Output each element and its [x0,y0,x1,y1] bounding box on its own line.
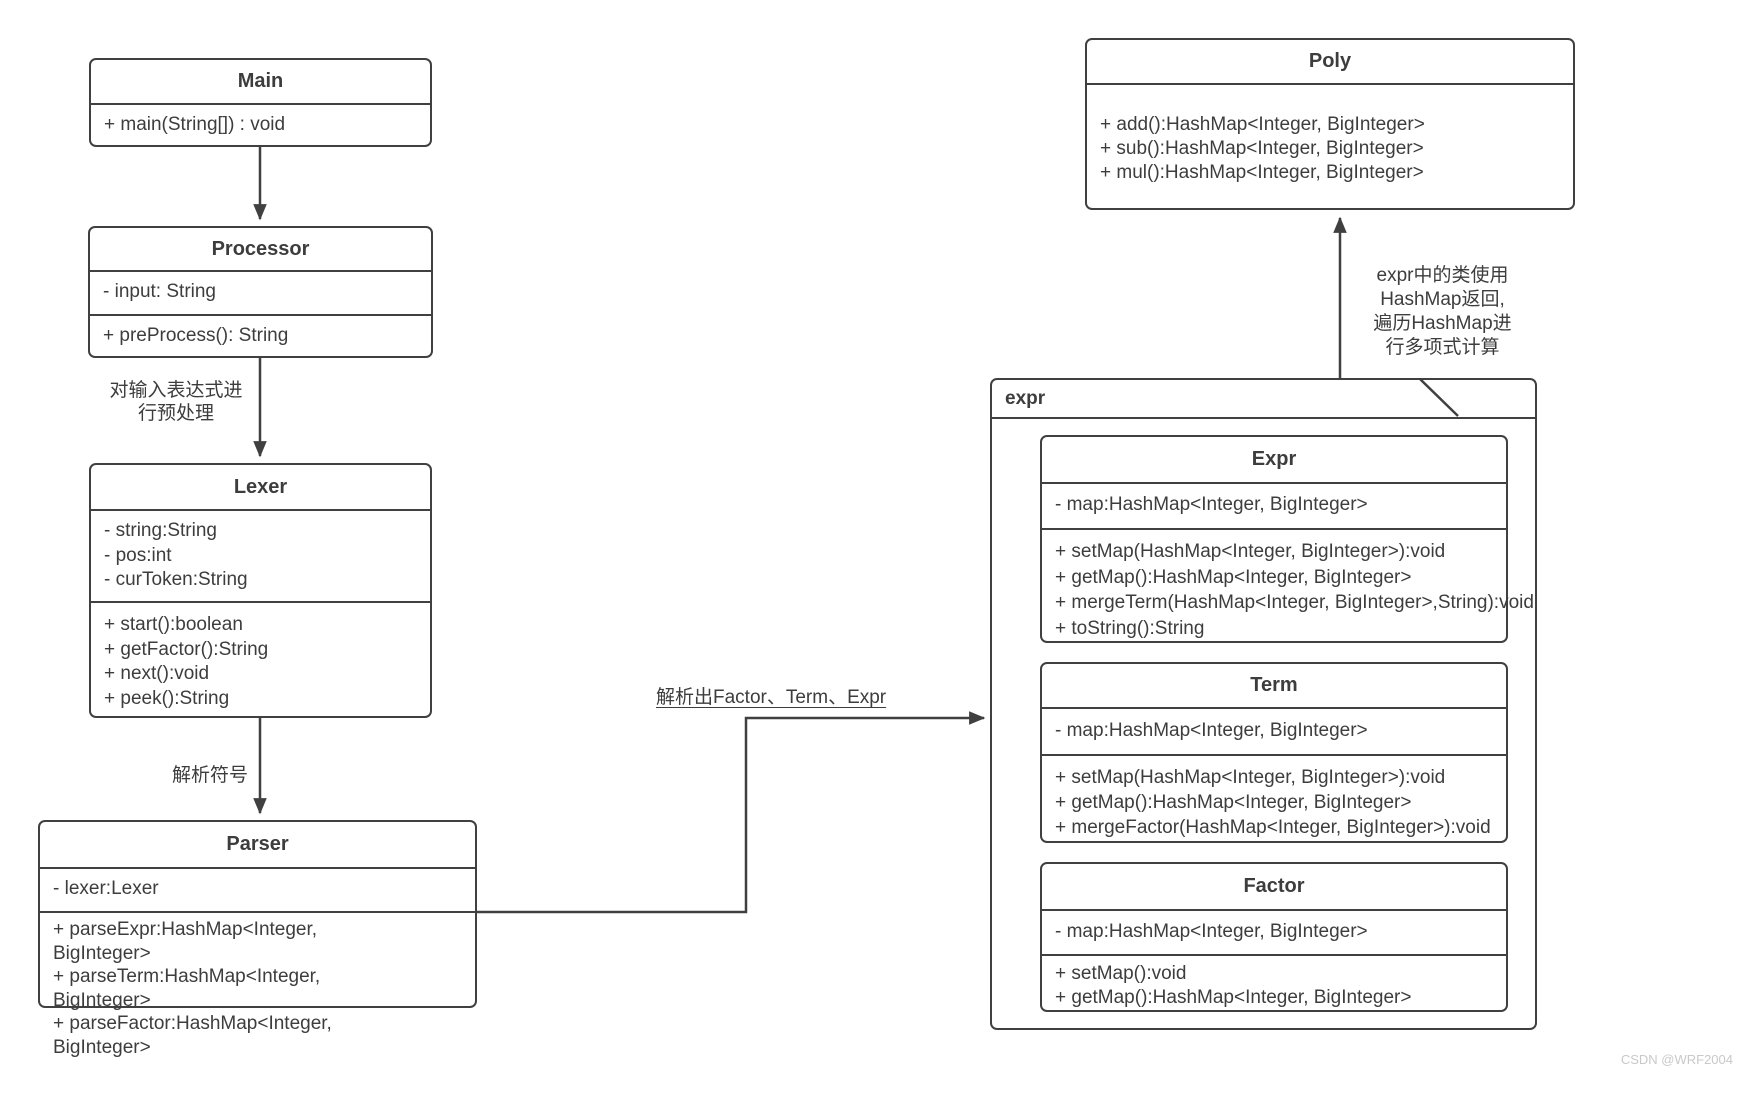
method-line: + mergeFactor(HashMap<Integer, BigIntege… [1055,817,1491,838]
method-line: + getFactor():String [104,638,269,660]
package-expr-label: expr [1005,387,1046,409]
methods-poly: + add():HashMap<Integer, BigInteger> + s… [1087,83,1573,185]
method-line: + mul():HashMap<Integer, BigInteger> [1100,162,1424,183]
class-box-term: Term - map:HashMap<Integer, BigInteger> … [1040,662,1508,843]
class-box-lexer: Lexer - string:String - pos:int - curTok… [89,463,432,718]
edge-label-parse-out: 解析出Factor、Term、Expr [656,687,887,708]
methods-processor: + preProcess(): String [90,314,431,349]
attribute-line: - map:HashMap<Integer, BigInteger> [1055,921,1368,942]
class-title-processor: Processor [211,237,310,260]
class-title-parser: Parser [226,833,289,855]
attributes-processor: - input: String [90,270,431,314]
class-title-factor: Factor [1243,875,1305,897]
method-line: + add():HashMap<Integer, BigInteger> [1100,114,1425,135]
arrow-parser-to-expr-package [477,711,986,914]
class-title-lexer: Lexer [233,475,288,498]
method-line: + sub():HashMap<Integer, BigInteger> [1100,138,1424,159]
attribute-line: - input: String [103,281,216,302]
package-expr-header: expr [992,380,1535,419]
methods-factor: + setMap():void + getMap():HashMap<Integ… [1042,954,1506,1010]
methods-lexer: + start():boolean + getFactor():String +… [91,601,430,711]
method-line: + getMap():HashMap<Integer, BigInteger> [1055,792,1412,813]
class-title-poly: Poly [1308,50,1352,72]
class-box-factor: Factor - map:HashMap<Integer, BigInteger… [1040,862,1508,1012]
method-line: + getMap():HashMap<Integer, BigInteger> [1055,987,1412,1008]
method-line: + preProcess(): String [103,325,289,346]
attribute-line: - pos:int [104,544,172,566]
attribute-line: - map:HashMap<Integer, BigInteger> [1055,494,1368,515]
method-line: + setMap(HashMap<Integer, BigInteger>):v… [1055,767,1446,788]
method-line: + parseFactor:HashMap<Integer, BigIntege… [53,1013,332,1058]
class-box-main: Main + main(String[]) : void [89,58,432,147]
method-line: + toString():String [1055,617,1205,639]
edge-label-parse-symbol: 解析符号 [171,765,248,786]
method-line: + parseTerm:HashMap<Integer, BigInteger> [53,966,321,1011]
methods-expr: + setMap(HashMap<Integer, BigInteger>):v… [1042,528,1534,641]
methods-term: + setMap(HashMap<Integer, BigInteger>):v… [1042,754,1506,840]
edge-label-preprocess: 对输入表达式进 行预处理 [109,380,243,424]
class-box-parser: Parser - lexer:Lexer + parseExpr:HashMap… [38,820,477,1058]
methods-parser: + parseExpr:HashMap<Integer, BigInteger>… [40,911,475,1059]
attribute-line: - lexer:Lexer [53,878,159,899]
class-box-expr: Expr - map:HashMap<Integer, BigInteger> … [1040,435,1534,643]
attribute-line: - map:HashMap<Integer, BigInteger> [1055,720,1368,741]
method-line: + parseExpr:HashMap<Integer, BigInteger> [53,919,318,964]
class-box-poly: Poly + add():HashMap<Integer, BigInteger… [1085,38,1575,210]
attributes-expr: - map:HashMap<Integer, BigInteger> [1042,482,1506,528]
class-title-term: Term [1250,674,1298,696]
edge-label-hashmap-note: expr中的类使用 HashMap返回, 遍历HashMap进 行多项式计算 [1373,265,1512,358]
class-box-processor: Processor - input: String + preProcess()… [88,226,433,358]
method-line: + setMap():void [1055,963,1187,984]
method-line: + start():boolean [104,614,243,635]
method-line: + main(String[]) : void [104,114,286,135]
class-title-main: Main [237,70,284,92]
attributes-lexer: - string:String - pos:int - curToken:Str… [91,509,430,601]
attributes-term: - map:HashMap<Integer, BigInteger> [1042,707,1506,754]
method-line: + peek():String [104,687,230,709]
csdn-watermark: CSDN @WRF2004 [1620,1052,1733,1067]
method-line: + setMap(HashMap<Integer, BigInteger>):v… [1055,541,1446,562]
attributes-factor: - map:HashMap<Integer, BigInteger> [1042,909,1506,954]
attributes-parser: - lexer:Lexer [40,867,475,911]
attribute-line: - curToken:String [104,569,248,590]
method-line: + next():void [104,663,210,684]
class-title-expr: Expr [1251,448,1297,470]
attribute-line: - string:String [104,520,217,541]
method-line: + getMap():HashMap<Integer, BigInteger> [1055,566,1412,588]
methods-main: + main(String[]) : void [91,103,430,138]
method-line: + mergeTerm(HashMap<Integer, BigInteger>… [1055,592,1534,613]
